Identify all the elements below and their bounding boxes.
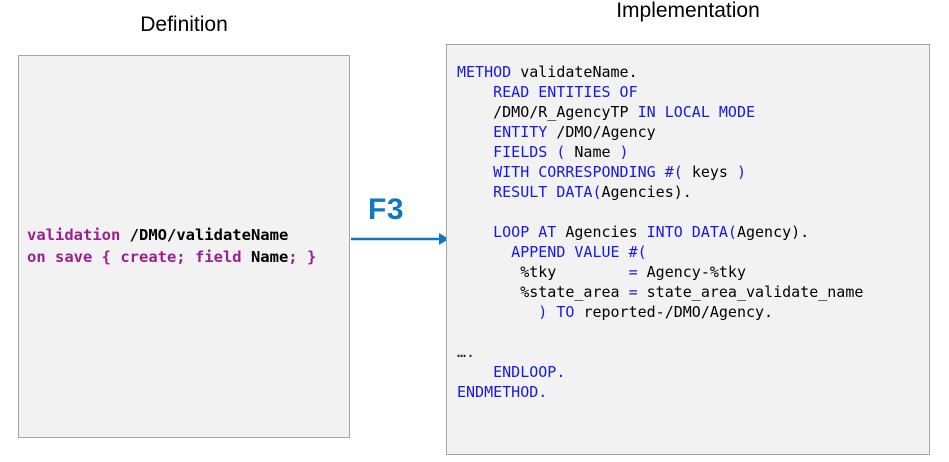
- implementation-code-text: METHOD validateName. READ ENTITIES OF /D…: [457, 62, 863, 402]
- code-token: Name: [250, 248, 289, 266]
- code-token: =: [628, 263, 638, 281]
- implementation-code-panel: METHOD validateName. READ ENTITIES OF /D…: [446, 44, 930, 455]
- code-token: APPEND VALUE #(: [457, 243, 647, 261]
- code-token: on save { create; field: [27, 248, 251, 266]
- code-token: RESULT DATA(: [457, 183, 602, 201]
- code-token: reported-/DMO/Agency.: [583, 303, 774, 321]
- code-token: ): [727, 163, 746, 181]
- code-token: Name: [574, 143, 611, 161]
- code-token: ; }: [288, 248, 317, 266]
- code-token: ) TO: [457, 303, 584, 321]
- code-token: Agencies: [565, 223, 647, 241]
- definition-code-text: validation /DMO/validateName on save { c…: [27, 224, 316, 268]
- definition-panel-title: Definition: [140, 13, 228, 36]
- code-token: keys: [691, 163, 728, 181]
- arrow-right-icon: [351, 233, 449, 245]
- code-token: METHOD: [457, 63, 521, 81]
- code-token: [457, 103, 493, 121]
- code-token: /DMO/validateName: [129, 226, 289, 244]
- definition-code-panel: validation /DMO/validateName on save { c…: [18, 55, 350, 438]
- code-token: INTO DATA(: [646, 223, 737, 241]
- code-token: Agency-%tky: [637, 263, 746, 281]
- code-token: /DMO/R_AgencyTP: [493, 103, 638, 121]
- code-token: state_area_validate_name: [637, 283, 864, 301]
- implementation-panel-title: Implementation: [616, 0, 760, 22]
- code-token: %tky: [457, 263, 629, 281]
- code-token: IN LOCAL MODE: [637, 103, 756, 121]
- code-token: Agency).: [736, 223, 810, 241]
- code-token: LOOP AT: [457, 223, 566, 241]
- code-token: ENDMETHOD.: [457, 383, 548, 401]
- code-token: FIELDS (: [457, 143, 575, 161]
- code-token: validation: [27, 226, 130, 244]
- code-token: validateName.: [520, 63, 638, 81]
- code-token: /DMO/Agency: [556, 123, 656, 141]
- code-token: WITH CORRESPONDING #(: [457, 163, 692, 181]
- code-token: Agencies).: [601, 183, 692, 201]
- code-token: %state_area: [457, 283, 629, 301]
- code-token: ): [610, 143, 629, 161]
- code-token: ENDLOOP.: [457, 363, 566, 381]
- code-token: ENTITY: [457, 123, 557, 141]
- code-token: ….: [457, 343, 476, 361]
- f3-shortcut-label: F3: [368, 193, 405, 226]
- code-token: READ ENTITIES OF: [457, 83, 638, 101]
- code-token: =: [628, 283, 638, 301]
